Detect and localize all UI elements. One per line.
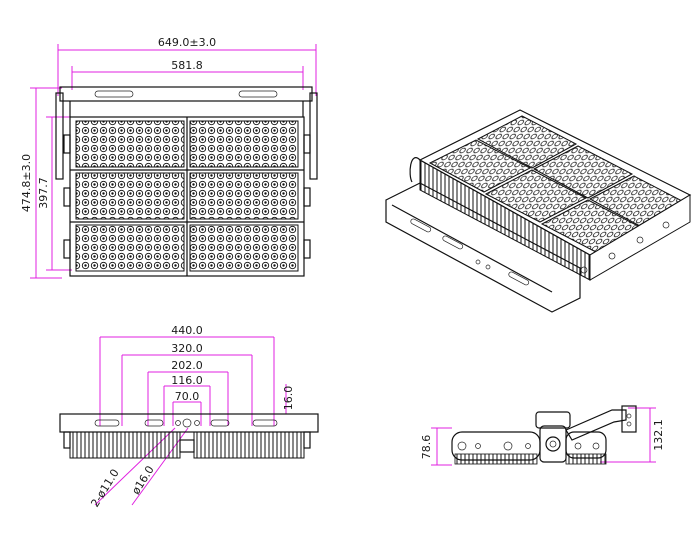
small-hole-label: 2-ø11.0 [88,467,121,510]
led-module [75,224,185,272]
bottom-dimension-lines [94,336,294,506]
overall-height-label: 474.8±3.0 [20,154,33,212]
module-height-label: 397.7 [37,177,50,209]
led-module [189,172,299,220]
front-led-modules [63,116,311,277]
bottom-body [59,413,319,459]
dim-b-label: 320.0 [171,342,203,355]
overall-width-label: 649.0±3.0 [158,36,216,49]
iso-bracket [385,182,581,313]
dim-c-label: 202.0 [171,359,203,372]
side-dimension-lines [431,407,656,466]
side-height-left-label: 78.6 [420,435,433,460]
side-body [451,405,637,465]
led-module [189,224,299,272]
side-view: 78.6 132.1 [420,405,665,466]
iso-end-caps [580,221,670,274]
led-module [75,120,185,168]
dim-a-label: 440.0 [171,324,203,337]
bottom-view: 440.0 320.0 202.0 116.0 70.0 16.0 2-ø11.… [59,324,319,510]
isometric-view [385,109,692,313]
front-view: 649.0±3.0 581.8 474.8±3.0 397.7 [20,36,318,279]
led-module [189,120,299,168]
inner-width-label: 581.8 [171,59,203,72]
led-module [75,172,185,220]
dim-height-label: 16.0 [282,386,295,411]
side-height-right-label: 132.1 [652,419,665,451]
dim-e-label: 70.0 [175,390,200,403]
front-dimension-lines [30,44,317,279]
dim-d-label: 116.0 [171,374,203,387]
